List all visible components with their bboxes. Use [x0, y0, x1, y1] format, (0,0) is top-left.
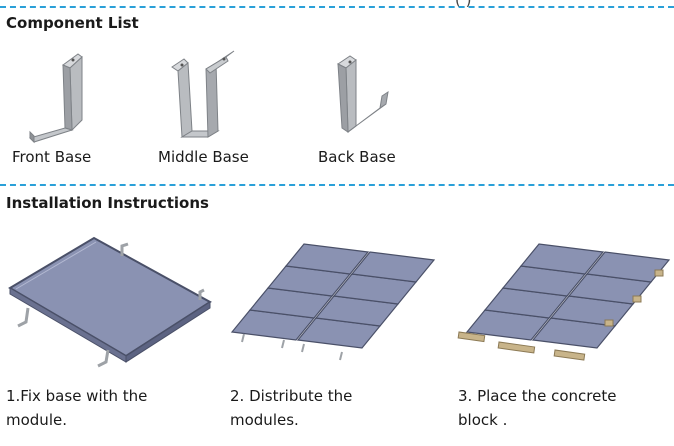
- component-list-heading: Component List: [6, 14, 139, 32]
- step2-line1: 2. Distribute the: [230, 387, 353, 405]
- step3-line1: 3. Place the concrete: [458, 387, 617, 405]
- top-partial-text: ( ): [455, 0, 472, 9]
- back-base-label: Back Base: [318, 148, 396, 166]
- front-base-icon: [29, 53, 83, 144]
- step1-line1: 1.Fix base with the: [6, 387, 148, 405]
- solar-panel: [284, 243, 370, 275]
- installation-heading: Installation Instructions: [6, 194, 209, 212]
- step3-line2: block .: [458, 411, 508, 429]
- solar-panel: [519, 243, 605, 275]
- step2-caption: 2. Distribute the modules.: [230, 384, 430, 432]
- back-base-icon: [337, 55, 389, 133]
- step2-line2: modules.: [230, 411, 299, 429]
- front-base-label: Front Base: [12, 148, 92, 166]
- solar-panel: [585, 251, 671, 283]
- solar-panel: [350, 251, 436, 283]
- top-divider: [0, 6, 674, 8]
- middle-base-label: Middle Base: [158, 148, 249, 166]
- step2-distributed-modules: [230, 243, 436, 361]
- step3-concrete-blocks: [457, 243, 671, 361]
- step1-module-with-base: [8, 236, 212, 368]
- step1-caption: 1.Fix base with the module.: [6, 384, 206, 432]
- middle-base-icon: [171, 50, 235, 138]
- step3-caption: 3. Place the concrete block .: [458, 384, 658, 432]
- section-divider: [0, 184, 674, 186]
- step1-line2: module.: [6, 411, 67, 429]
